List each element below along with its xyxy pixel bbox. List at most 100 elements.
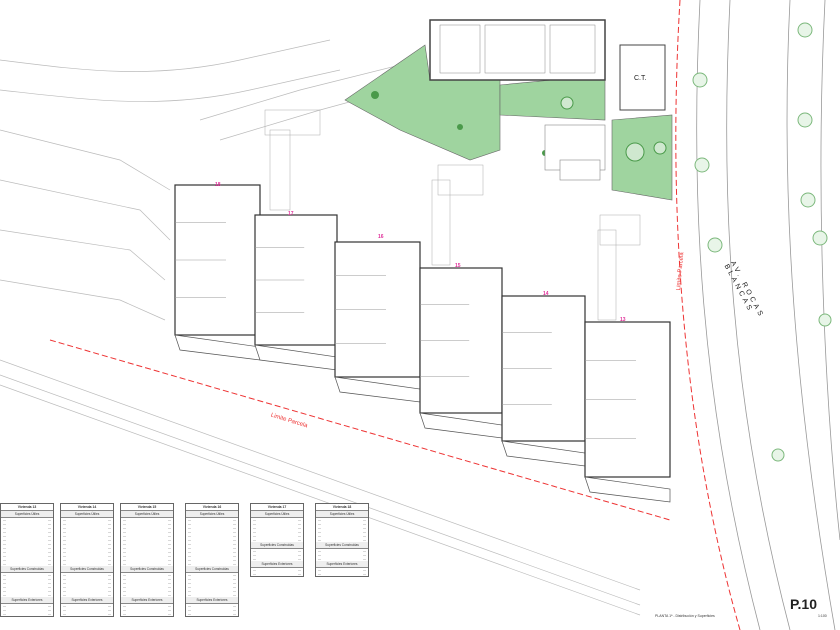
table-row: —— bbox=[318, 518, 366, 522]
table-row: —— bbox=[123, 530, 171, 534]
unit-13-label: 13 bbox=[620, 317, 626, 323]
table-row: —— bbox=[188, 581, 236, 585]
table-row: —— bbox=[123, 585, 171, 589]
unit-15-label: 15 bbox=[455, 263, 461, 269]
table-title: Vivienda 17 bbox=[251, 504, 303, 511]
table-row: —— bbox=[123, 518, 171, 522]
table-row: —— bbox=[253, 534, 301, 538]
surface-table: Vivienda 13 Superficies Útiles——————————… bbox=[0, 503, 54, 617]
table-row: —— bbox=[63, 593, 111, 597]
table-row: —— bbox=[188, 573, 236, 577]
table-row: —— bbox=[3, 538, 51, 542]
table-row: —— bbox=[188, 589, 236, 593]
table-row: —— bbox=[123, 522, 171, 526]
terrace bbox=[501, 440, 586, 467]
table-row: —— bbox=[123, 608, 171, 612]
built-surface-header: Superficies Construidas bbox=[121, 566, 173, 573]
unit-18-label: 18 bbox=[215, 182, 221, 188]
table-row: —— bbox=[3, 542, 51, 546]
unit-14-label: 14 bbox=[543, 291, 549, 297]
useful-surface-header: Superficies Útiles bbox=[1, 511, 53, 518]
exterior-surface-header: Superficies Exteriores bbox=[251, 561, 303, 568]
table-row: —— bbox=[3, 608, 51, 612]
table-row: —— bbox=[318, 557, 366, 561]
table-row: —— bbox=[253, 549, 301, 553]
surface-table: Vivienda 15 Superficies Útiles——————————… bbox=[120, 503, 174, 617]
sheet-title: PLANTA 1ª - Distribución y Superficies bbox=[655, 614, 715, 618]
built-surface-header: Superficies Construidas bbox=[251, 542, 303, 549]
table-row: —— bbox=[123, 538, 171, 542]
table-row: —— bbox=[3, 573, 51, 577]
table-row: —— bbox=[63, 577, 111, 581]
useful-surface-header: Superficies Útiles bbox=[186, 511, 238, 518]
plot-limit-curve bbox=[675, 0, 741, 630]
exterior-surface-header: Superficies Exteriores bbox=[121, 597, 173, 604]
table-row: —— bbox=[253, 530, 301, 534]
table-row: —— bbox=[123, 554, 171, 558]
table-title: Vivienda 13 bbox=[1, 504, 53, 511]
exterior-surface-header: Superficies Exteriores bbox=[61, 597, 113, 604]
table-row: —— bbox=[63, 550, 111, 554]
community-building bbox=[429, 19, 606, 81]
table-title: Vivienda 16 bbox=[186, 504, 238, 511]
table-row: —— bbox=[63, 562, 111, 566]
table-row: —— bbox=[253, 518, 301, 522]
table-row: —— bbox=[63, 589, 111, 593]
table-row: —— bbox=[253, 557, 301, 561]
table-row: —— bbox=[3, 589, 51, 593]
unit-17-label: 17 bbox=[288, 211, 294, 217]
table-row: —— bbox=[3, 577, 51, 581]
housing-units bbox=[174, 184, 671, 503]
table-row: —— bbox=[188, 593, 236, 597]
table-row: —— bbox=[63, 554, 111, 558]
sheet-scale: 1:100 bbox=[818, 614, 827, 618]
surface-table: Vivienda 16 Superficies Útiles——————————… bbox=[185, 503, 239, 617]
stairs bbox=[264, 109, 641, 321]
table-row: —— bbox=[3, 522, 51, 526]
table-row: —— bbox=[123, 558, 171, 562]
exterior-surface-header: Superficies Exteriores bbox=[186, 597, 238, 604]
table-row: —— bbox=[63, 604, 111, 608]
terrace bbox=[334, 376, 421, 403]
table-row: —— bbox=[3, 530, 51, 534]
table-row: —— bbox=[188, 526, 236, 530]
table-row: —— bbox=[318, 526, 366, 530]
table-row: —— bbox=[318, 572, 366, 576]
table-row: —— bbox=[188, 612, 236, 616]
table-row: —— bbox=[3, 550, 51, 554]
table-row: —— bbox=[3, 554, 51, 558]
table-row: —— bbox=[3, 546, 51, 550]
table-row: —— bbox=[63, 518, 111, 522]
useful-surface-header: Superficies Útiles bbox=[121, 511, 173, 518]
table-row: —— bbox=[3, 562, 51, 566]
table-row: —— bbox=[63, 612, 111, 616]
table-row: —— bbox=[188, 550, 236, 554]
table-row: —— bbox=[3, 585, 51, 589]
table-row: —— bbox=[63, 546, 111, 550]
table-row: —— bbox=[123, 581, 171, 585]
table-row: —— bbox=[63, 542, 111, 546]
surface-table: Vivienda 14 Superficies Útiles——————————… bbox=[60, 503, 114, 617]
lawn-area bbox=[499, 74, 606, 121]
table-row: —— bbox=[188, 530, 236, 534]
table-title: Vivienda 18 bbox=[316, 504, 368, 511]
table-row: —— bbox=[188, 577, 236, 581]
table-row: —— bbox=[63, 538, 111, 542]
table-row: —— bbox=[3, 558, 51, 562]
transformer-box bbox=[619, 44, 666, 111]
table-row: —— bbox=[318, 549, 366, 553]
terrace bbox=[254, 344, 338, 371]
table-row: —— bbox=[188, 538, 236, 542]
table-row: —— bbox=[123, 542, 171, 546]
table-row: —— bbox=[253, 538, 301, 542]
table-row: —— bbox=[188, 518, 236, 522]
terrace bbox=[584, 476, 671, 503]
table-row: —— bbox=[253, 572, 301, 576]
table-row: —— bbox=[123, 577, 171, 581]
table-row: —— bbox=[63, 608, 111, 612]
built-surface-header: Superficies Construidas bbox=[316, 542, 368, 549]
table-row: —— bbox=[123, 562, 171, 566]
table-row: —— bbox=[318, 538, 366, 542]
surface-table: Vivienda 18 Superficies Útiles——————————… bbox=[315, 503, 369, 577]
